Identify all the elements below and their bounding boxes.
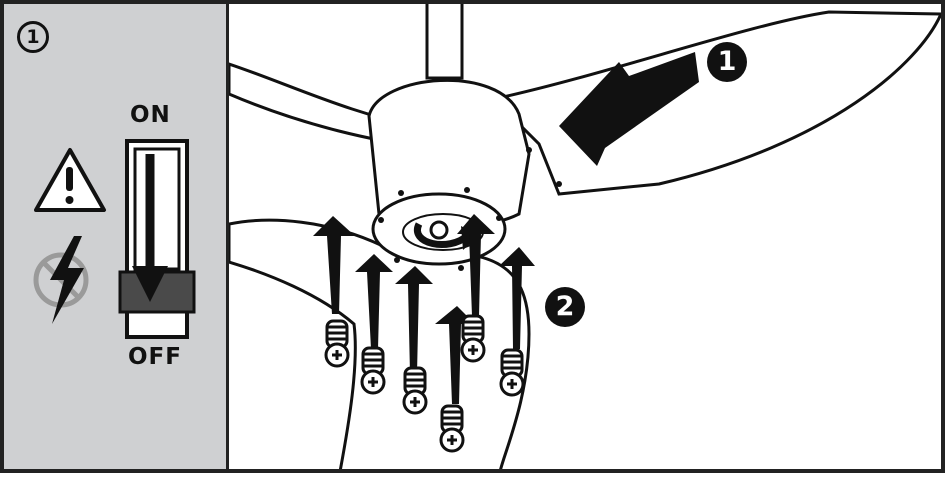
fan-blade-right	[494, 12, 941, 194]
wall-switch-icon	[120, 141, 194, 337]
panel-graphics	[4, 4, 233, 477]
no-power-icon	[36, 236, 86, 324]
callout-1: 1	[707, 42, 747, 82]
fan-illustration-panel: 1 2	[229, 0, 945, 473]
warning-icon	[36, 150, 104, 210]
switch-off-label: OFF	[128, 344, 182, 370]
callout-2: 2	[545, 287, 585, 327]
downrod	[427, 4, 462, 78]
switch-on-label: ON	[130, 102, 171, 128]
fan-graphics	[229, 4, 945, 473]
power-off-panel: 1 ON OFF	[0, 0, 229, 473]
